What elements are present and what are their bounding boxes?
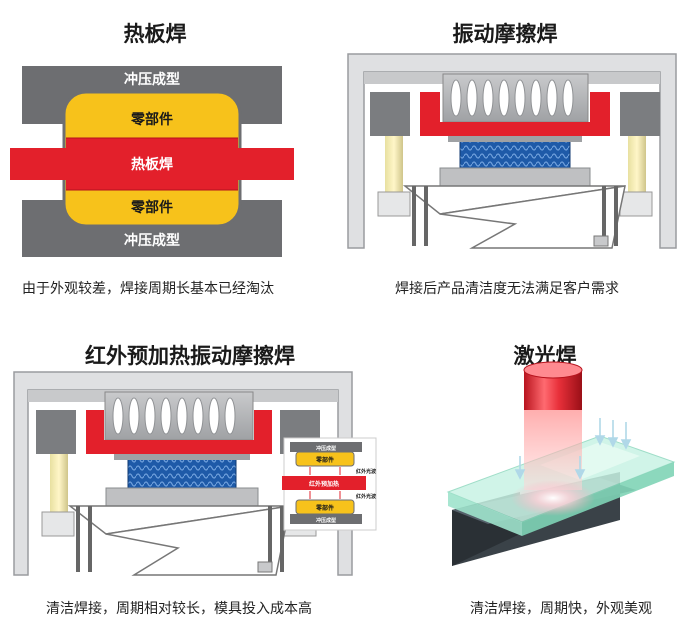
infrared-vibration-machine-diagram: 冲压成型 零部件 红外光波 红外预加热 红外光波 零部件 冲压成型 — [13, 371, 377, 576]
caption-infrared-vibration: 清洁焊接，周期相对较长，模具投入成本高 — [46, 601, 312, 617]
hot-plate-diagram: 冲压成型 零部件 热板焊 零部件 冲压成型 — [10, 66, 294, 257]
inset-label-heater: 红外预加热 — [309, 480, 339, 488]
caption-hot-plate: 由于外观较差，焊接周期长基本已经淘汰 — [22, 281, 274, 297]
inset-label-top-mold: 冲压成型 — [316, 445, 336, 452]
vibration-machine-diagram — [347, 53, 677, 249]
inset-label-ir-1: 红外光波 — [356, 468, 376, 475]
laser-welding-diagram — [446, 361, 676, 566]
inset-label-bottom-mold: 冲压成型 — [316, 517, 336, 524]
title-vibration-welding: 振动摩擦焊 — [452, 22, 558, 46]
red-tooling — [420, 92, 610, 136]
weld-glow — [511, 480, 595, 516]
blue-spring-part-2 — [127, 457, 237, 489]
label-top-mold: 冲压成型 — [124, 71, 180, 88]
inset-label-bottom-part: 零部件 — [315, 504, 334, 512]
label-bottom-mold: 冲压成型 — [124, 232, 180, 249]
red-tooling-2 — [86, 410, 272, 454]
label-bottom-part: 零部件 — [130, 199, 173, 216]
title-infrared-vibration-welding: 红外预加热振动摩擦焊 — [85, 344, 295, 368]
label-hot-plate: 热板焊 — [131, 156, 173, 173]
title-hot-plate-welding: 热板焊 — [123, 22, 187, 46]
label-top-part: 零部件 — [130, 111, 173, 128]
inset-label-ir-2: 红外光波 — [356, 493, 376, 500]
caption-vibration: 焊接后产品清洁度无法满足客户需求 — [395, 281, 619, 297]
pressure-arrows — [514, 418, 632, 480]
blue-spring-part — [459, 137, 571, 169]
inset-label-top-part: 零部件 — [315, 456, 334, 464]
hot-plate-inner — [66, 138, 238, 190]
infrared-preheat-inset: 冲压成型 零部件 红外光波 红外预加热 红外光波 零部件 冲压成型 — [282, 437, 377, 531]
caption-laser: 清洁焊接，周期快，外观美观 — [470, 601, 652, 617]
